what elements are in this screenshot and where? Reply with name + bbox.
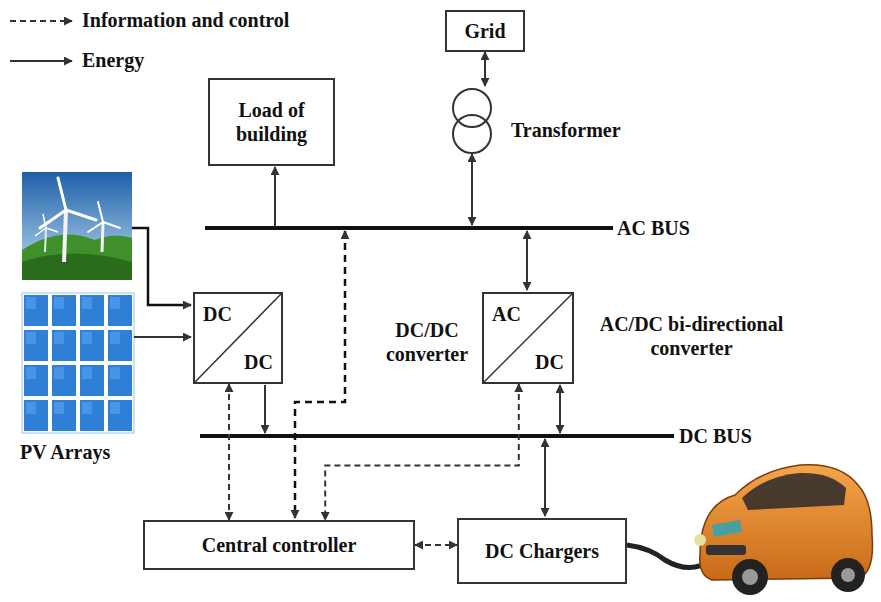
legend-solid-sample	[10, 60, 72, 62]
bus-label: DC BUS	[679, 424, 752, 448]
controller-box: Central controller	[143, 520, 415, 570]
control-connector	[415, 544, 457, 546]
transformer-label: Transformer	[511, 118, 621, 142]
ac-bus-line	[205, 226, 613, 230]
pv-array-picture	[22, 293, 134, 433]
legend-dashed-sample	[10, 20, 72, 22]
legend-text: Energy	[82, 48, 144, 72]
converter-heading: AC/DC bi-directional converter	[584, 312, 799, 360]
wind-turbine-picture	[22, 172, 132, 280]
box-label: DC Chargers	[485, 539, 599, 563]
converter-output-label: DC	[535, 350, 564, 374]
legend-text: Information and control	[82, 8, 289, 32]
charger-box: DC Chargers	[457, 518, 627, 584]
converter-input-label: DC	[203, 302, 232, 326]
converter-output-label: DC	[244, 350, 273, 374]
converter-box: ACDCAC/DC bi-directional converter	[482, 292, 574, 384]
converter-heading: DC/DC converter	[377, 318, 477, 366]
dc-bus-line	[200, 434, 674, 438]
load-box: Load of building	[208, 78, 335, 166]
bus-label: AC BUS	[617, 216, 690, 240]
pv-label: PV Arrays	[20, 440, 110, 464]
control-connector	[228, 384, 230, 520]
grid-box: Grid	[445, 10, 525, 52]
transformer-symbol	[453, 89, 491, 153]
converter-box: DCDCDC/DC converter	[193, 292, 283, 384]
box-label: Load of building	[218, 98, 325, 146]
ac-bus-control-line	[295, 231, 345, 518]
converter-input-label: AC	[492, 302, 521, 326]
control-connector	[325, 384, 519, 520]
box-label: Central controller	[202, 533, 357, 557]
box-label: Grid	[464, 19, 505, 43]
electric-car-picture	[627, 465, 873, 595]
